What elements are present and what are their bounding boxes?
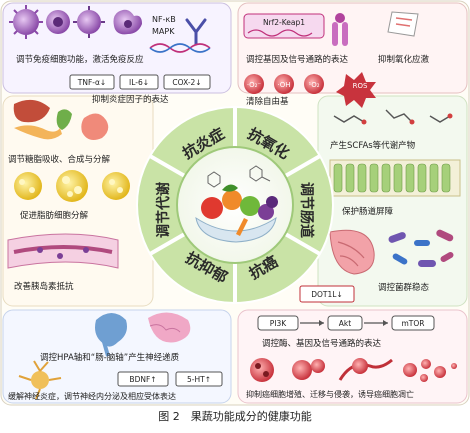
cancer-cells-group (250, 358, 457, 382)
oh-radical-label: ·OH (278, 81, 291, 89)
bdnf-label: BDNF↑ (129, 375, 156, 384)
fruit-vegetable-illustration (195, 184, 278, 243)
apoptosis-icon (403, 359, 457, 382)
pi3k-label: PI3K (270, 319, 288, 328)
brain-icon (148, 312, 191, 343)
inhibit-inflammation-text: 抑制炎症因子的表达 (92, 94, 169, 105)
receptor-icon (332, 13, 348, 46)
ros-label: ROS (353, 82, 368, 90)
grape-icon (258, 204, 274, 220)
neuron-icon (18, 360, 62, 400)
carrot-icon (236, 218, 248, 236)
fat-cell-icon (14, 172, 42, 200)
fat-cell-icon (56, 170, 88, 202)
cytokine-boxes: TNF-α↓ IL-6↓ COX-2↓ (69, 74, 211, 90)
immune-function-text: 调节免疫细胞功能，激活免疫反应 (16, 54, 144, 65)
il6-label: IL-6↓ (129, 78, 149, 87)
enzyme-pathway-text: 调控酶、基因及信号通路的表达 (262, 338, 382, 349)
blood-vessel-icon (338, 358, 393, 381)
flora-homeostasis-text: 调控菌群稳态 (378, 282, 430, 293)
intestinal-barrier-icon (329, 159, 461, 197)
immune-cell-icon (113, 9, 142, 35)
tnf-alpha-label: TNF-α↓ (77, 78, 106, 87)
panel-gut (317, 95, 468, 307)
o2-radical-label: ·O₂⁻ (247, 81, 262, 89)
cox2-label: COX-2↓ (172, 78, 201, 87)
tomato-icon (201, 197, 223, 219)
organ-icons (13, 99, 109, 140)
molecule-structure-icon (207, 165, 271, 188)
intestine-icon (329, 229, 375, 275)
neuroinflammation-text: 缓解神经炎症，调节神经内分泌及相应受体表达 (8, 391, 176, 401)
stomach-icon (81, 113, 109, 140)
sugar-lipid-text: 调节糖脂吸收、合成与分解 (8, 154, 111, 165)
gut-barrier-text: 保护肠道屏障 (342, 206, 394, 217)
cancer-cell-icon (292, 359, 325, 380)
akt-label: Akt (339, 319, 351, 328)
immune-cells-group (9, 5, 142, 39)
immune-cell-icon (9, 5, 43, 39)
fat-breakdown-text: 促进脂肪细胞分解 (20, 210, 89, 221)
nrf2-box: Nrf2-Keap1 (243, 13, 325, 39)
cancer-cell-icon (250, 358, 274, 382)
inhibit-oxidative-text: 抑制氧化应激 (378, 54, 430, 65)
neurotransmitter-boxes: BDNF↑ 5-HT↑ (117, 371, 223, 387)
insulin-vessel-icon (7, 233, 119, 269)
bowl-icon (195, 216, 277, 243)
free-radicals: ·O₂⁻ ·OH ¹O₂ ROS (244, 72, 376, 108)
scfa-molecules-icon (333, 109, 453, 125)
scfa-text: 产生SCFAs等代谢产物 (330, 140, 416, 151)
bacteria-icons (388, 229, 454, 267)
sector-gut-regulation: 调节肠道 (298, 182, 315, 238)
fat-cell-icon (102, 172, 130, 200)
scavenge-radicals-text: 清除自由基 (246, 96, 289, 107)
panel-anticancer (237, 309, 468, 404)
antibody-icon (185, 18, 207, 46)
serotonin-label: 5-HT↑ (187, 375, 211, 384)
immune-cell-icon (46, 10, 70, 34)
dot1l-box: DOT1L↓ (299, 285, 355, 303)
oxidative-stress-icon (387, 11, 419, 37)
center-wheel: 抗炎症 抗氧化 调节肠道 抗癌 抗抑郁 调节代谢 (136, 106, 334, 304)
pancreas-icon (14, 125, 62, 140)
mapk-label: MAPK (152, 27, 175, 36)
apple-icon (240, 196, 260, 216)
leaf-icon (222, 184, 238, 192)
signaling-pathway: PI3K Akt mTOR (257, 315, 435, 331)
figure-caption: 图 2 果蔬功能成分的健康功能 (158, 410, 312, 423)
singlet-oxygen-label: ¹O₂ (308, 81, 319, 89)
insulin-resistance-text: 改善胰岛素抵抗 (14, 281, 74, 292)
hpa-axis-icon (95, 312, 191, 357)
inhibit-cancer-text: 抑制癌细胞增殖、迁移与侵袭，诱导癌细胞凋亡 (246, 389, 414, 399)
immune-cell-icon (73, 6, 105, 38)
nrf2-label: Nrf2-Keap1 (263, 18, 305, 27)
sector-metabolism-regulation: 调节代谢 (155, 182, 172, 238)
dot1l-label: DOT1L↓ (311, 290, 343, 299)
orange-icon (222, 190, 242, 210)
mtor-label: mTOR (401, 319, 424, 328)
gallbladder-icon (56, 109, 72, 130)
dna-icon (149, 43, 211, 53)
grape-icon (266, 196, 278, 208)
nfkb-label: NF-κB (152, 15, 176, 24)
regulate-gene-text: 调控基因及信号通路的表达 (246, 54, 349, 65)
hpa-axis-text: 调控HPA轴和“肠-脑轴”产生神经递质 (40, 352, 180, 363)
fat-cells-group (14, 170, 130, 202)
liver-icon (13, 99, 50, 123)
